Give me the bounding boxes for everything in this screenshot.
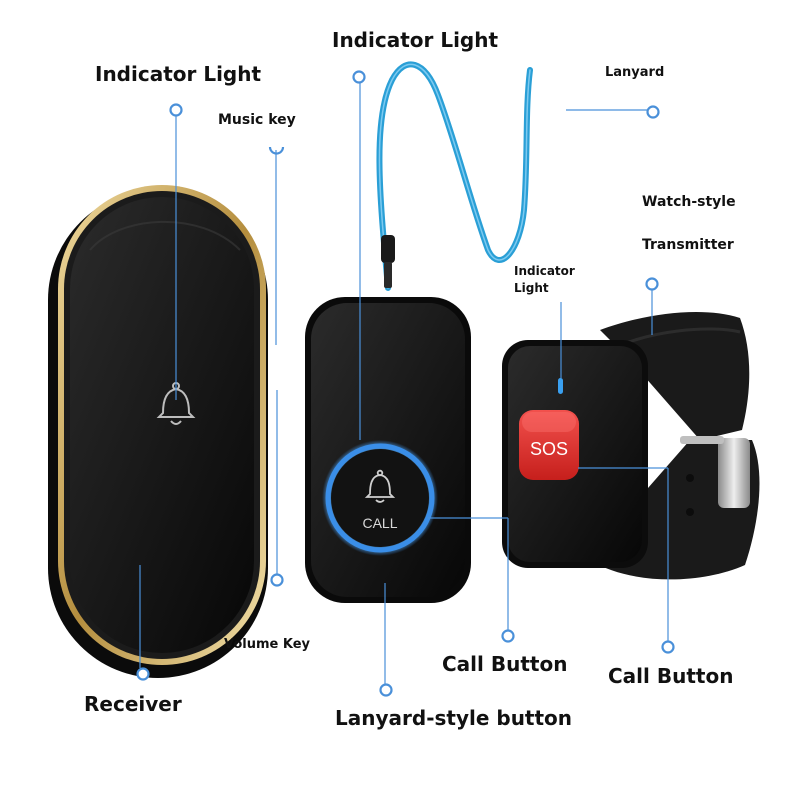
- label-call-button-lanyard: Call Button: [442, 652, 568, 676]
- label-watch-style: Watch-style: [642, 194, 736, 210]
- sos-button-text: SOS: [530, 439, 568, 459]
- label-indicator-light-receiver: Indicator Light: [95, 62, 262, 86]
- label-light-watch: Light: [514, 281, 549, 295]
- callout-dots: [136, 70, 675, 697]
- label-call-button-watch: Call Button: [608, 664, 734, 688]
- lanyard-cord: [376, 61, 533, 291]
- label-lanyard: Lanyard: [605, 65, 665, 80]
- label-transmitter: Transmitter: [642, 237, 734, 253]
- label-indicator-watch: Indicator: [514, 264, 575, 278]
- label-music-key: Music key: [218, 112, 296, 128]
- bell-icon: [364, 469, 396, 503]
- receiver-device: [48, 185, 268, 678]
- call-button-text: CALL: [362, 515, 397, 531]
- callout-lines: [139, 82, 669, 685]
- label-lanyard-style-button: Lanyard-style button: [335, 706, 573, 730]
- label-indicator-light-lanyard: Indicator Light: [332, 28, 499, 52]
- label-receiver: Receiver: [84, 692, 182, 716]
- lanyard-button-device: CALL: [305, 297, 471, 603]
- watch-device: SOS: [502, 311, 760, 580]
- label-volume-key: Volume Key: [224, 637, 311, 652]
